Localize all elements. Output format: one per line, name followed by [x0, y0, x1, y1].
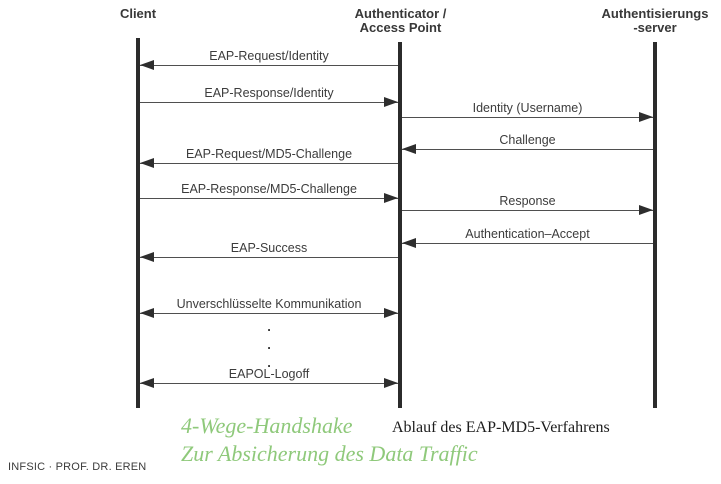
- sequence-message: EAP-Response/MD5-Challenge: [140, 182, 398, 203]
- arrow-right-line: [140, 193, 398, 203]
- arrow-left-line: [402, 238, 653, 248]
- sequence-message: EAPOL-Logoff: [140, 367, 398, 388]
- arrow-left-line: [140, 158, 398, 168]
- lane-title: Access Point: [359, 20, 442, 35]
- sequence-message: EAP-Response/Identity: [140, 86, 398, 107]
- arrow-right-line: [402, 112, 653, 122]
- arrow-both-line: [140, 308, 398, 318]
- sequence-message: Response: [402, 194, 653, 215]
- lane-title: Client: [119, 6, 157, 21]
- dot: .: [267, 337, 271, 352]
- message-label: EAP-Request/Identity: [209, 49, 329, 63]
- arrow-left-line: [402, 144, 653, 154]
- message-label: EAPOL-Logoff: [228, 367, 310, 381]
- arrow-both-line: [140, 378, 398, 388]
- message-label: Challenge: [499, 133, 556, 147]
- sequence-message: Challenge: [402, 133, 653, 154]
- sequence-message: Identity (Username): [402, 101, 653, 122]
- ellipsis-dots: . . .: [264, 318, 274, 372]
- arrow-right-line: [402, 205, 653, 215]
- message-label: EAP-Response/Identity: [204, 86, 334, 100]
- dot: .: [267, 319, 271, 334]
- sequence-message: EAP-Request/Identity: [140, 49, 398, 70]
- lane-header-authenticator: Authenticator / Access Point: [328, 7, 473, 35]
- sequence-message: EAP-Success: [140, 241, 398, 262]
- sequence-message: EAP-Request/MD5-Challenge: [140, 147, 398, 168]
- arrow-right-line: [140, 97, 398, 107]
- caption-handshake: 4-Wege-Handshake: [181, 413, 353, 438]
- message-label: Identity (Username): [472, 101, 583, 115]
- sequence-message: Unverschlüsselte Kommunikation: [140, 297, 398, 318]
- message-label: Unverschlüsselte Kommunikation: [176, 297, 362, 311]
- message-label: Authentication–Accept: [465, 227, 590, 241]
- message-label: EAP-Response/MD5-Challenge: [181, 182, 357, 196]
- arrow-left-line: [140, 60, 398, 70]
- message-label: EAP-Success: [230, 241, 308, 255]
- lifeline-client: [136, 38, 140, 408]
- lifeline-authenticator: [398, 42, 402, 408]
- credit-text: INFSIC · PROF. DR. EREN: [8, 461, 147, 473]
- lane-title: -server: [633, 20, 677, 35]
- lane-header-client: Client: [98, 7, 178, 21]
- message-label: EAP-Request/MD5-Challenge: [185, 147, 353, 161]
- lane-header-auth-server: Authentisierungs -server: [585, 7, 721, 35]
- arrow-left-line: [140, 252, 398, 262]
- caption-absicherung: Zur Absicherung des Data Traffic: [181, 441, 478, 466]
- lifeline-auth-server: [653, 42, 657, 408]
- dot: .: [267, 355, 271, 370]
- lane-title: Authenticator /: [354, 6, 447, 21]
- caption-eap-md5: Ablauf des EAP-MD5-Verfahrens: [392, 419, 610, 436]
- message-label: Response: [499, 194, 556, 208]
- sequence-message: Authentication–Accept: [402, 227, 653, 248]
- lane-title: Authentisierungs: [601, 6, 709, 21]
